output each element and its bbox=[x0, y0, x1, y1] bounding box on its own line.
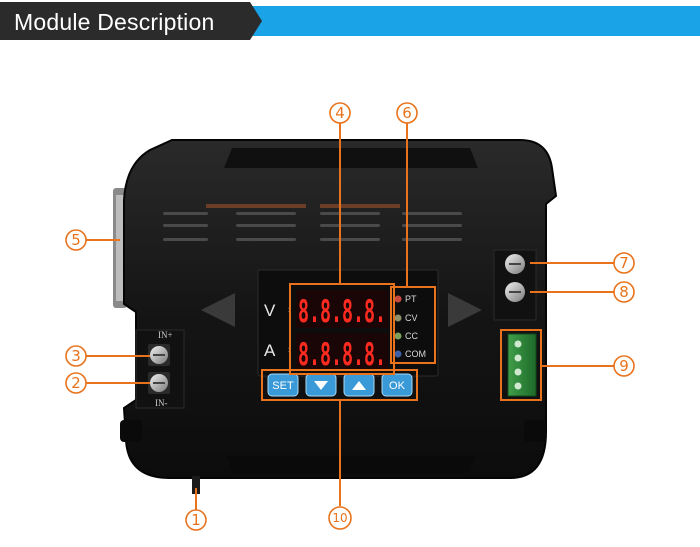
set-button-label: SET bbox=[272, 380, 294, 392]
page-title: Module Description bbox=[14, 9, 215, 35]
internal-glimpse bbox=[206, 204, 400, 208]
indicator-highlight bbox=[390, 286, 436, 364]
display-panel: V › A › 8.8.8.8. 8.8.8.8. bbox=[257, 269, 439, 377]
led-pt bbox=[394, 295, 402, 303]
current-digits: 8.8.8.8. bbox=[298, 337, 386, 373]
callout-1: 1 bbox=[185, 509, 207, 531]
callout-7: 7 bbox=[613, 252, 635, 274]
led-cc-label: CC bbox=[405, 331, 418, 341]
output-terminals bbox=[493, 249, 537, 321]
arrow-down-icon bbox=[314, 381, 328, 390]
svg-text:2: 2 bbox=[71, 374, 81, 392]
led-cv-label: CV bbox=[405, 313, 418, 323]
callout-4: 4 bbox=[329, 102, 351, 124]
callout-10: 10 bbox=[328, 506, 352, 530]
ok-button-label: OK bbox=[389, 380, 406, 392]
communication-connector bbox=[507, 333, 537, 397]
arrow-up-icon bbox=[352, 381, 366, 390]
callout-2: 2 bbox=[65, 372, 87, 394]
ok-button[interactable] bbox=[381, 373, 413, 397]
voltage-label: V bbox=[264, 301, 276, 320]
banner-title-tab: Module Description bbox=[0, 2, 262, 40]
svg-text:8: 8 bbox=[619, 283, 629, 301]
callout-3: 3 bbox=[65, 345, 87, 367]
svg-text:1: 1 bbox=[191, 511, 201, 529]
callout-8: 8 bbox=[613, 281, 635, 303]
vent-slots bbox=[163, 212, 462, 241]
left-arrow-icon bbox=[201, 293, 235, 327]
led-com-label: COM bbox=[405, 349, 426, 359]
svg-text:3: 3 bbox=[71, 347, 81, 365]
callout-5: 5 bbox=[65, 229, 87, 251]
callout-9: 9 bbox=[613, 355, 635, 377]
led-cc bbox=[394, 332, 402, 340]
indicator-leds: PT CV CC COM bbox=[394, 294, 426, 359]
callout-leader-lines bbox=[86, 123, 614, 510]
svg-text:5: 5 bbox=[71, 231, 81, 249]
svg-text:10: 10 bbox=[332, 511, 347, 525]
callout-6: 6 bbox=[396, 102, 418, 124]
bottom-tab bbox=[192, 476, 200, 494]
svg-text:6: 6 bbox=[402, 104, 412, 122]
header-banner: Module Description bbox=[0, 0, 700, 40]
display-highlight bbox=[289, 283, 395, 375]
set-button[interactable] bbox=[267, 373, 299, 397]
voltage-digits: 8.8.8.8. bbox=[298, 294, 386, 330]
in-plus-label: IN+ bbox=[158, 330, 173, 340]
led-cv bbox=[394, 314, 402, 322]
svg-text:7: 7 bbox=[619, 254, 629, 272]
input-terminals: IN+ IN- bbox=[135, 329, 185, 409]
current-label: A bbox=[264, 341, 276, 360]
right-arrow-icon bbox=[448, 293, 482, 327]
led-com bbox=[394, 350, 402, 358]
led-pt-label: PT bbox=[405, 294, 417, 304]
svg-text:9: 9 bbox=[619, 357, 629, 375]
callouts: 4 6 5 3 2 7 8 9 bbox=[65, 102, 635, 531]
control-buttons: SET OK bbox=[267, 373, 413, 397]
svg-text:4: 4 bbox=[335, 104, 345, 122]
in-minus-label: IN- bbox=[155, 398, 168, 408]
